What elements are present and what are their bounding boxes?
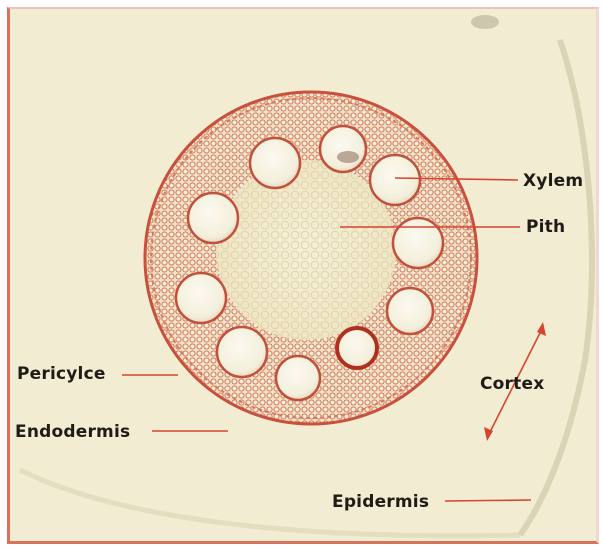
xylem-label: Xylem — [523, 171, 583, 191]
xylem-vessel — [276, 356, 320, 400]
pith-label: Pith — [526, 217, 565, 237]
xylem-vessel — [320, 126, 366, 172]
endodermis-label: Endodermis — [15, 422, 130, 442]
cortex-arrow-head-top — [537, 322, 546, 336]
xylem-vessel — [387, 288, 433, 334]
vessel-stain-spot — [337, 151, 359, 163]
xylem-vessel — [176, 273, 226, 323]
epidermis-label: Epidermis — [332, 492, 429, 512]
epidermis-line — [445, 500, 531, 501]
xylem-vessel — [250, 138, 300, 188]
xylem-vessel — [188, 193, 238, 243]
epidermis-outline — [520, 40, 592, 535]
xylem-vessel — [370, 155, 420, 205]
xylem-vessel — [393, 218, 443, 268]
cortex-edge-bottom — [20, 470, 520, 536]
xylem-vessel — [337, 328, 377, 368]
xylem-vessel — [217, 327, 267, 377]
cortex-label: Cortex — [480, 374, 544, 394]
pith-cells — [216, 160, 396, 340]
dark-smudge — [471, 15, 499, 29]
pericycle-label: Pericylce — [17, 364, 106, 384]
